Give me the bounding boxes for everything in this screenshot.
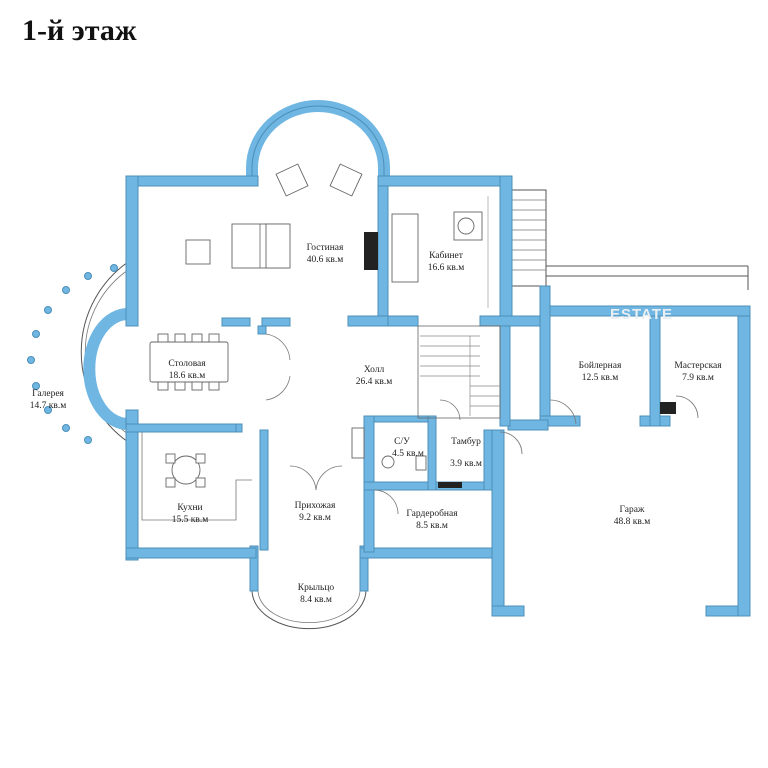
porch — [249, 545, 369, 630]
room-area-dining: 18.6 кв.м — [169, 371, 206, 381]
room-area-gallery: 14.7 кв.м — [30, 401, 67, 411]
room-name-kitchen: Кухни — [177, 503, 202, 513]
room-name-boiler: Бойлерная — [579, 360, 622, 371]
room-name-gallery: Галерея — [32, 389, 64, 399]
room-name-vestibule: Тамбур — [451, 436, 481, 447]
room-name-cabinet: Кабинет — [429, 250, 464, 261]
watermark-text: ESTATE — [610, 306, 673, 323]
room-name-wc: С/У — [394, 437, 410, 447]
furniture — [141, 163, 676, 521]
fireplace — [364, 232, 378, 270]
walls — [125, 175, 751, 617]
room-name-wardrobe: Гардеробная — [406, 508, 458, 519]
room-area-boiler: 12.5 кв.м — [582, 373, 619, 383]
room-area-entrance: 9.2 кв.м — [299, 513, 331, 523]
room-name-hall: Холл — [364, 365, 385, 375]
room-area-living: 40.6 кв.м — [307, 255, 344, 265]
room-labels: Гостиная 40.6 кв.м Кабинет 16.6 кв.м Сто… — [30, 243, 723, 605]
gallery-columns — [27, 264, 118, 444]
floor-title: 1-й этаж — [22, 14, 137, 47]
room-area-kitchen: 15.5 кв.м — [172, 515, 209, 525]
room-area-garage: 48.8 кв.м — [614, 517, 651, 527]
room-area-wardrobe: 8.5 кв.м — [416, 521, 448, 531]
room-name-porch: Крыльцо — [298, 583, 335, 593]
room-area-porch: 8.4 кв.м — [300, 595, 332, 605]
room-name-garage: Гараж — [619, 505, 644, 515]
room-area-cabinet: 16.6 кв.м — [428, 263, 465, 273]
room-name-dining: Столовая — [168, 359, 206, 369]
room-name-workshop: Мастерская — [674, 361, 722, 371]
room-area-workshop: 7.9 кв.м — [682, 373, 714, 383]
exterior-stair — [509, 189, 749, 290]
room-name-entrance: Прихожая — [295, 501, 336, 511]
room-area-hall: 26.4 кв.м — [356, 377, 393, 387]
room-area-vestibule: 3.9 кв.м — [450, 459, 482, 469]
dining-bay — [83, 308, 129, 430]
interior-stair — [417, 325, 501, 419]
living-bay — [246, 100, 390, 180]
doors — [265, 333, 699, 515]
room-area-wc: 4.5 кв.м — [392, 449, 424, 459]
room-name-living: Гостиная — [307, 243, 344, 253]
